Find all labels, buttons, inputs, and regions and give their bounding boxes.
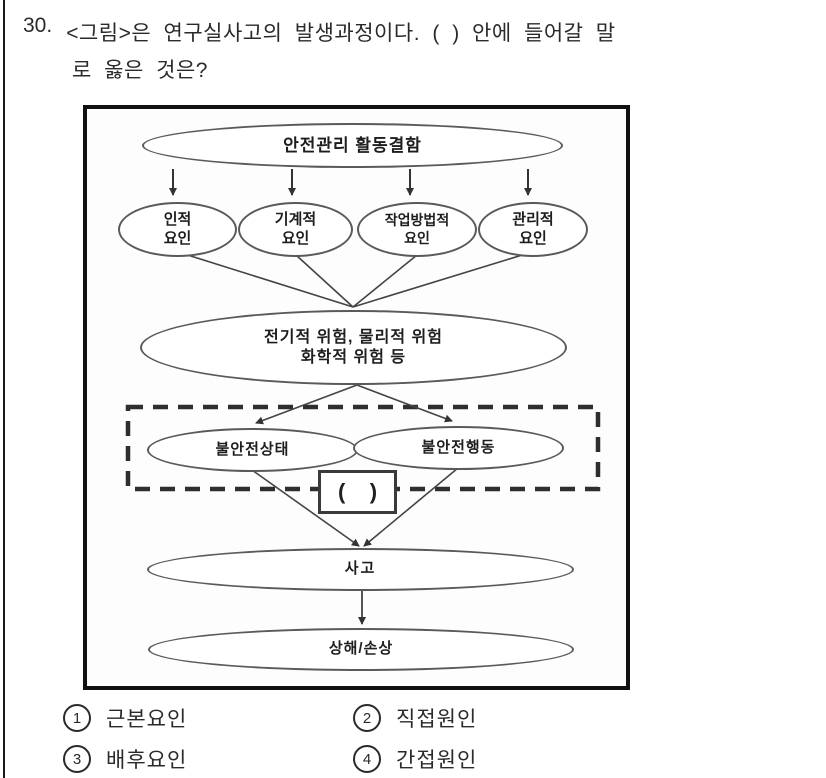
node-work-method-factor: 작업방법적 요인 [357,202,477,257]
option-1: 1 근본요인 [63,703,187,733]
figure-frame: 안전관리 활동결함 인적 요인 기계적 요인 작업방법적 요인 관리적 요인 전… [83,105,630,690]
blank-parentheses: ( ) [337,479,378,504]
page-column-divider [3,0,5,778]
node-unsafe-behavior: 불안전행동 [353,426,564,470]
option-4: 4 간접원인 [353,744,477,774]
question-header: 30. <그림>은 연구실사고의 발생과정이다. ( ) 안에 들어갈 말 [23,14,813,54]
node-hazards: 전기적 위험, 물리적 위험 화학적 위험 등 [140,310,567,385]
question-text-line1: <그림>은 연구실사고의 발생과정이다. ( ) 안에 들어갈 말 [66,22,616,45]
node-accident: 사고 [147,548,574,591]
option-3: 3 배후요인 [63,744,187,774]
option-3-number-icon: 3 [63,745,91,773]
node-label-line2: 요인 [519,229,547,247]
node-label-line1: 인적 [163,210,192,228]
node-label-line1: 작업방법적 [384,212,450,228]
node-injury-damage: 상해/손상 [148,628,574,671]
question-number: 30. [23,14,53,37]
option-1-label: 근본요인 [106,708,188,731]
node-unsafe-condition: 불안전상태 [147,428,358,472]
node-label: 상해/손상 [328,640,394,658]
option-1-number-icon: 1 [63,704,91,732]
option-3-label: 배후요인 [106,749,188,772]
option-2: 2 직접원인 [353,703,477,733]
node-human-factor: 인적 요인 [118,202,237,257]
node-label-line2: 요인 [281,229,310,247]
node-label-line1: 기계적 [274,210,317,228]
node-label-line1: 전기적 위험, 물리적 위험 [264,328,443,346]
node-label: 사고 [344,560,377,578]
node-label-line2: 요인 [163,229,192,247]
node-label-line2: 요인 [404,229,430,246]
option-2-number-icon: 2 [353,704,381,732]
node-label-line1: 관리적 [512,210,554,228]
node-safety-management-defect: 안전관리 활동결함 [142,123,563,168]
option-4-number-icon: 4 [353,745,381,773]
node-label: 불안전상태 [215,440,290,458]
option-4-label: 간접원인 [396,749,478,772]
node-label-line2: 화학적 위험 등 [300,348,407,366]
node-mechanical-factor: 기계적 요인 [238,202,353,257]
node-management-factor: 관리적 요인 [478,202,588,257]
node-label: 안전관리 활동결함 [283,135,422,155]
question-text-line2: 로 옳은 것은? [72,59,208,82]
option-2-label: 직접원인 [396,708,478,731]
blank-answer-box: ( ) [318,470,397,514]
node-label: 불안전행동 [421,438,496,456]
flowchart-connectors [125,169,601,625]
